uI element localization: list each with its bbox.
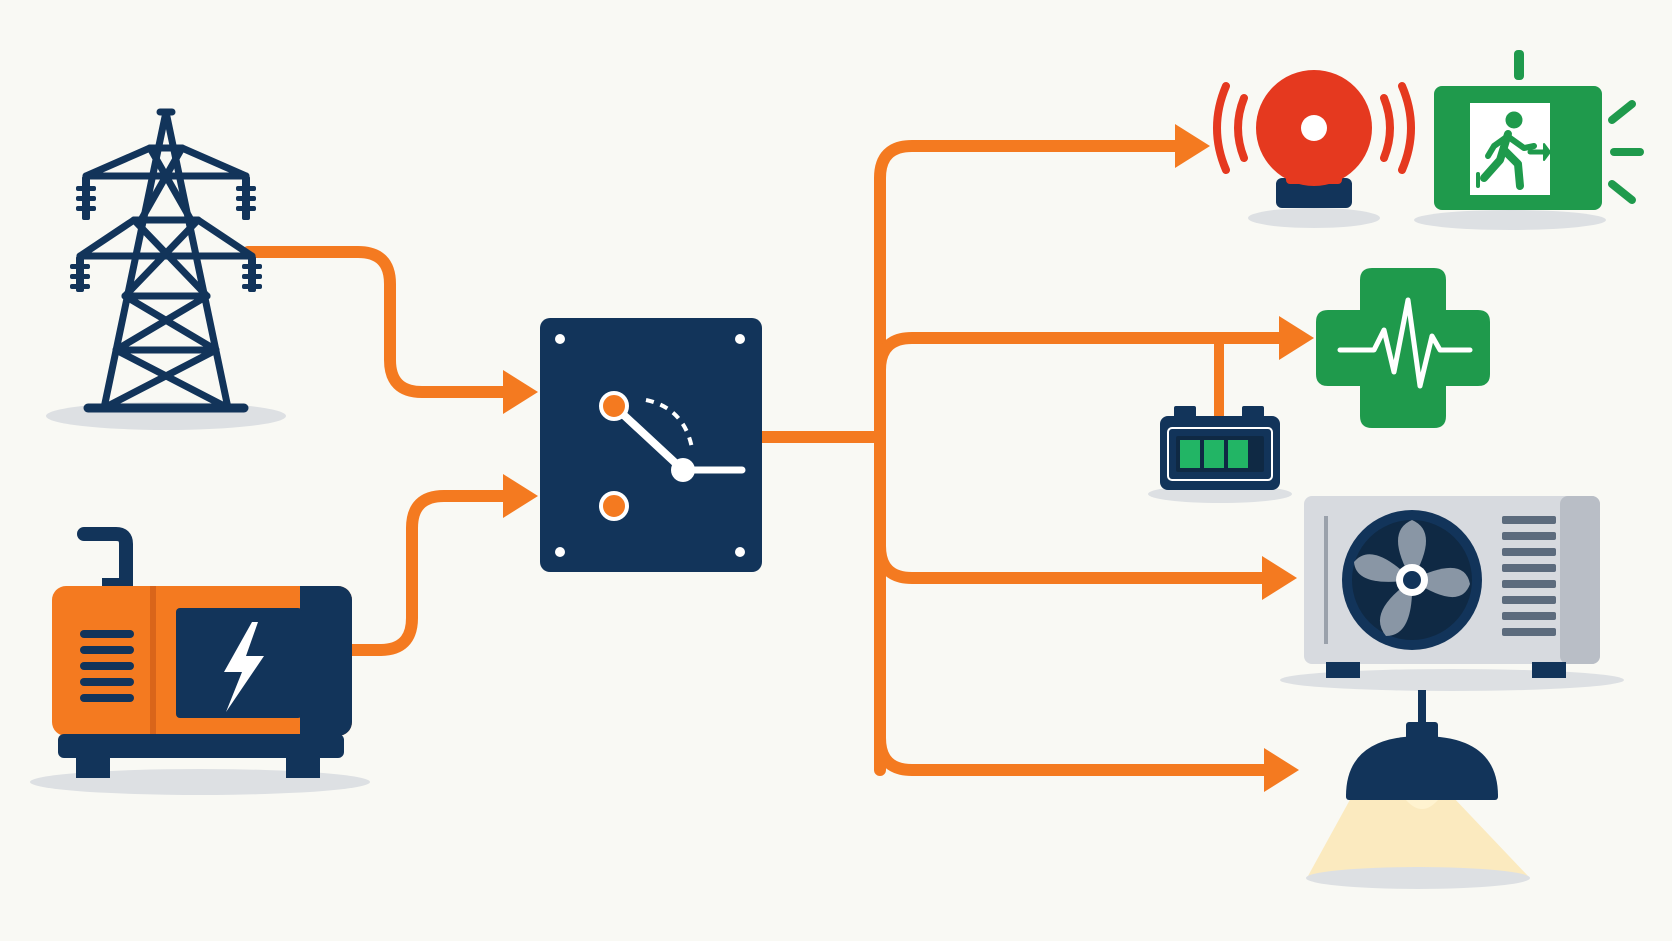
- wire-bus-medical: [874, 332, 1288, 376]
- wire-bus-lighting: [874, 732, 1272, 776]
- arrowheads: [503, 124, 1314, 792]
- exit-sign-icon: [1414, 50, 1644, 230]
- wire-bus-hvac: [874, 540, 1270, 584]
- arrowhead-switch-utility: [503, 370, 538, 414]
- arrowhead-hvac: [1262, 556, 1297, 600]
- hvac-fan-unit-icon: [1280, 496, 1624, 691]
- arrowhead-lighting: [1264, 748, 1299, 792]
- alarm-bell-icon: [1213, 70, 1415, 228]
- arrowhead-switch-generator: [503, 474, 538, 518]
- backup-generator-icon: [30, 527, 370, 795]
- lightning-bolt-icon: [224, 622, 264, 712]
- battery-icon: [1148, 406, 1292, 503]
- wire-bus-alarm: [874, 140, 1184, 776]
- transfer-switch-icon: [540, 318, 762, 572]
- wires: [242, 140, 1288, 776]
- power-transmission-tower-icon: [46, 108, 286, 430]
- heartbeat-line-icon: [1337, 297, 1473, 389]
- pendant-lamp-icon: [1306, 690, 1530, 889]
- wire-utility-to-switch: [242, 246, 514, 398]
- arrowhead-medical: [1279, 316, 1314, 360]
- arrowhead-alarm: [1175, 124, 1210, 168]
- medical-cross-icon: [1316, 268, 1490, 428]
- wire-generator-to-switch: [344, 490, 514, 656]
